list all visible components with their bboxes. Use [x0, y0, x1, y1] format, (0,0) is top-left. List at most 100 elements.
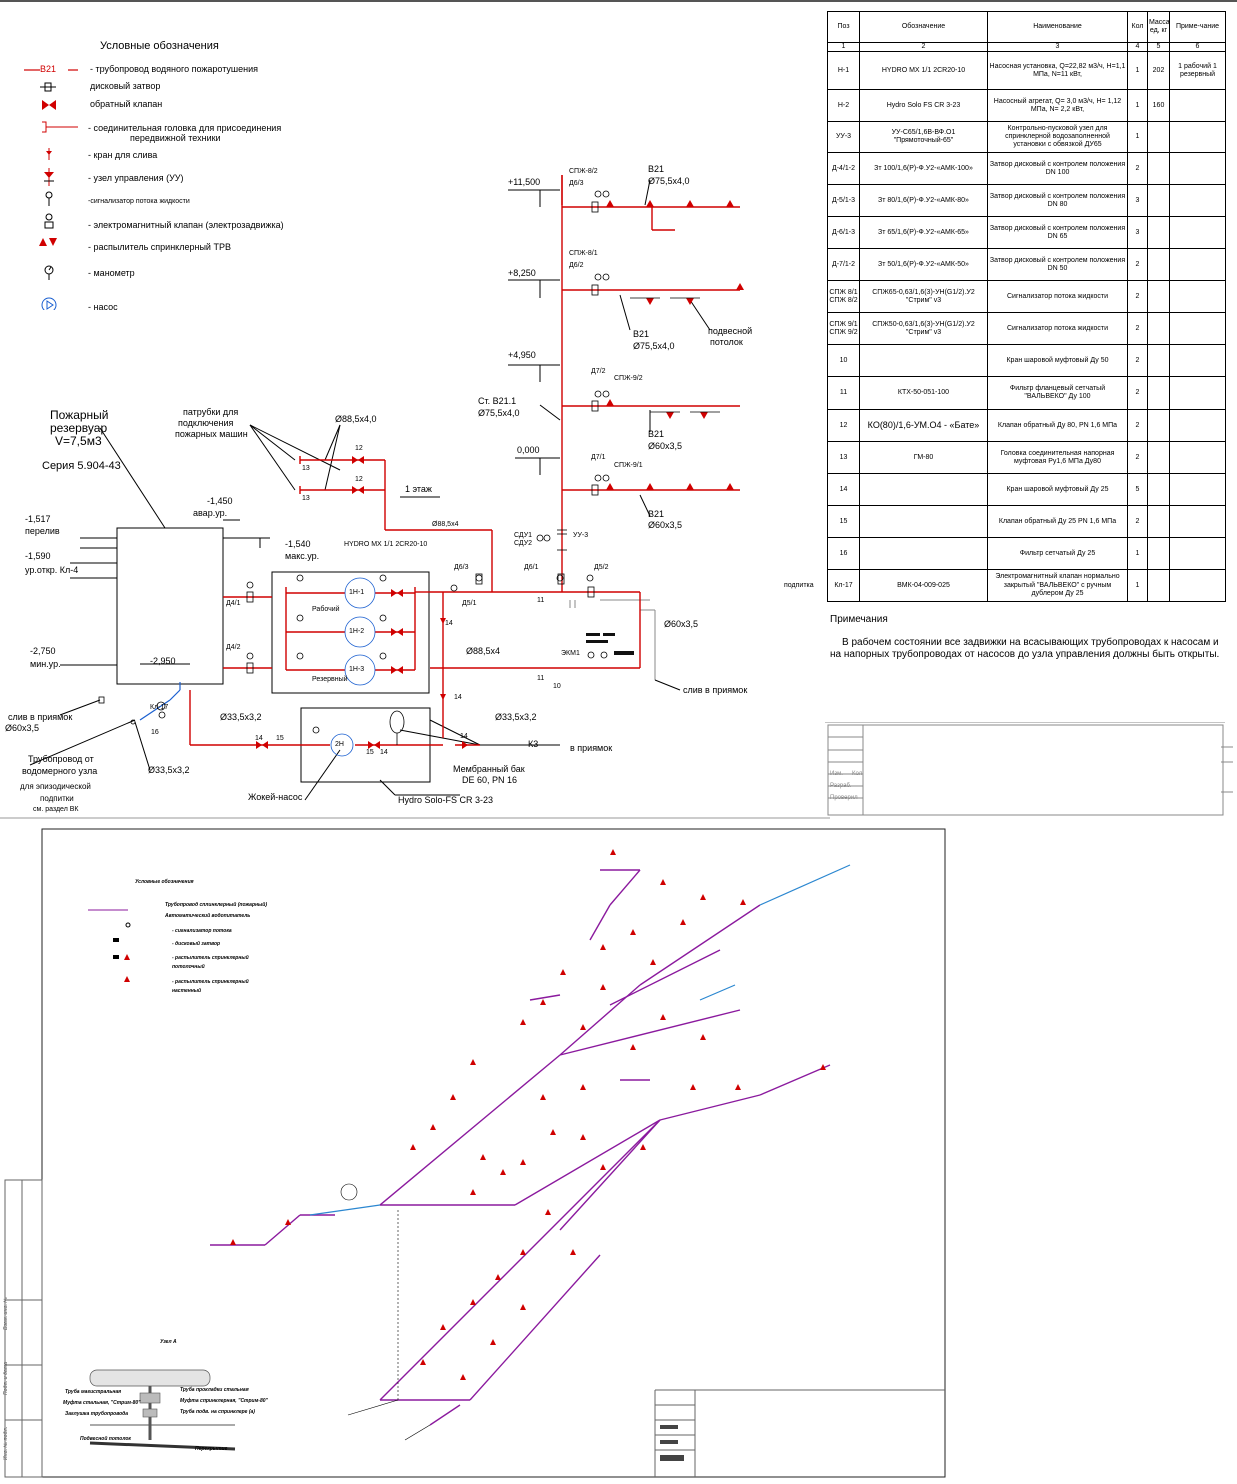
- pipe-label: Ø33,5х3,2: [495, 712, 537, 722]
- drain-pit-label: слив в приямок: [8, 712, 73, 722]
- number-label: 11: [537, 675, 545, 682]
- number-label: 12: [355, 476, 363, 483]
- valve-label: Д6/3: [454, 564, 469, 571]
- pipe-label: Ø75,5х4,0: [633, 341, 675, 351]
- node-label: Заглушка трубопровода: [65, 1411, 129, 1417]
- pipe-label: Ø33,5х3,2: [220, 712, 262, 722]
- notes-block: Примечания В рабочем состоянии все задви…: [830, 614, 1225, 662]
- legend-title: Условные обозначения: [100, 40, 219, 52]
- valve-label: Кл-17: [150, 704, 169, 711]
- to-pit-label: в приямок: [570, 743, 613, 753]
- spec-cell: СПЖ50-0,63/1,6(3)-УН(G1/2).У2 "Стрим" v3: [859, 312, 988, 346]
- number-label: 11: [537, 597, 545, 604]
- spec-cell: Клапан обратный Ду 80, PN 1,6 МПа: [987, 409, 1128, 443]
- node-label: Труба магистральная: [65, 1389, 122, 1395]
- pipe-label: Ø88,5х4,0: [335, 414, 377, 424]
- stamp-row-label: Проверил: [830, 795, 858, 801]
- valve-label: Д4/2: [226, 644, 241, 651]
- spec-header: Наименование: [987, 11, 1128, 43]
- spec-cell: [1169, 473, 1226, 507]
- node-label: Труба подв. на спринклере (а): [180, 1409, 255, 1415]
- tank-title: V=7,5м3: [55, 434, 102, 448]
- iso-legend-item: - сигнализатор потока: [172, 928, 232, 934]
- valve-label: Д6/2: [569, 262, 584, 269]
- spec-cell: Кл-17: [827, 569, 860, 603]
- legend-item: - электромагнитный клапан (электрозадвиж…: [88, 220, 284, 230]
- legend-item: передвижной техники: [130, 133, 221, 143]
- pipe-label: В21: [648, 429, 665, 439]
- pump-role: Резервный: [312, 676, 348, 683]
- pipe-label: В21: [648, 509, 665, 519]
- spec-cell: Зт 65/1,6(Р)-Ф.У2-«АМК-65»: [859, 216, 988, 250]
- specification-table: Поз Обозначение Наименование Кол Масса е…: [827, 11, 1226, 603]
- pump-label: 1Н-2: [349, 628, 365, 635]
- tank-title: Пожарный: [50, 408, 109, 422]
- legend-item: дисковый затвор: [90, 81, 161, 91]
- number-label: 12: [355, 445, 363, 452]
- valve-label: СПЖ-9/2: [614, 375, 643, 382]
- tank-level: перелив: [25, 526, 60, 536]
- membrane-label: DE 60, PN 16: [462, 775, 518, 785]
- number-label: 15: [276, 735, 284, 742]
- spec-cell: 1 рабочий 1 резервный: [1169, 51, 1226, 91]
- spec-cell: Насосный агрегат, Q= 3,0 м3/ч, Н= 1,12 М…: [987, 89, 1128, 123]
- pipe-label: Ø75,5х4,0: [648, 176, 690, 186]
- level-label: +8,250: [508, 268, 536, 278]
- pipe-label: Ст. В21.1: [478, 396, 517, 406]
- solenoid-valve-icon: [44, 213, 54, 229]
- legend-item: - манометр: [88, 268, 135, 278]
- legend-item: - трубопровод водяного пожаротушения: [90, 64, 259, 74]
- spec-cell: Затвор дисковый с контролем положения DN…: [987, 184, 1128, 218]
- check-valve-icon: [42, 100, 56, 110]
- valve-label: Д6/1: [524, 564, 539, 571]
- valve-label: СПЖ-8/1: [569, 250, 598, 257]
- node-label: Перекрытие: [195, 1446, 228, 1452]
- node-label: Подвесной потолок: [80, 1436, 131, 1442]
- tank-level: авар.ур.: [193, 508, 228, 518]
- spec-cell: [1169, 409, 1226, 443]
- side-stamp-text: Взам. инв. №: [3, 1296, 9, 1330]
- legend-item: - распылитель спринклерный ТРВ: [88, 242, 231, 252]
- valve-label: Д6/3: [569, 180, 584, 187]
- control-unit-icon: [44, 168, 54, 186]
- number-label: 14: [445, 620, 453, 627]
- node-a-detail: [89, 1369, 236, 1451]
- valve-label: Д5/1: [462, 600, 477, 607]
- tank-level: макс.ур.: [285, 551, 320, 561]
- number-label: 13: [302, 495, 310, 502]
- spec-cell: Контрольно-пусковой узел для спринклерно…: [987, 121, 1128, 154]
- spec-cell: [1169, 152, 1226, 186]
- iso-legend-item: Трубопровод сплинклерный (пожарный): [165, 902, 268, 908]
- drain-valve-icon: [46, 148, 52, 160]
- pump-label: 2Н: [335, 741, 344, 748]
- spec-col-number: 6: [1169, 41, 1226, 53]
- tank-level: ур.откр. Кл-4: [25, 565, 79, 575]
- hydro-mx-label: HYDRO MX 1/1 2CR20-10: [344, 541, 428, 548]
- valve-label: СПЖ-8/2: [569, 168, 598, 175]
- patrubki-label: пожарных машин: [175, 429, 248, 439]
- spec-cell: СПЖ 8/1 СПЖ 8/2: [827, 280, 860, 314]
- patrubki-label: патрубки для: [183, 407, 239, 417]
- tank-level: -2,950: [150, 656, 176, 666]
- flow-signal-icon: [45, 191, 53, 206]
- spec-cell: Н-2: [827, 89, 860, 123]
- spec-cell: СПЖ65-0,63/1,6(3)-УН(G1/2).У2 "Стрим" v3: [859, 280, 988, 314]
- pipe-label: Ø60х3,5: [664, 619, 699, 629]
- number-label: 14: [460, 733, 468, 740]
- disk-valve-icon: [40, 82, 56, 92]
- spec-side-label: подпитка: [784, 582, 814, 589]
- iso-legend-item: - дисковый затвор: [172, 941, 221, 947]
- spec-header: Поз: [827, 11, 860, 43]
- tank-level: -1,450: [207, 496, 233, 506]
- spec-cell: Сигнализатор потока жидкости: [987, 280, 1128, 314]
- number-label: 14: [454, 694, 462, 701]
- scheme-drawing: [29, 175, 744, 801]
- valve-label: Д7/1: [591, 454, 606, 461]
- pipe-label: Ø88,5х4: [466, 646, 501, 656]
- from-meter-label: подпитки: [40, 794, 74, 803]
